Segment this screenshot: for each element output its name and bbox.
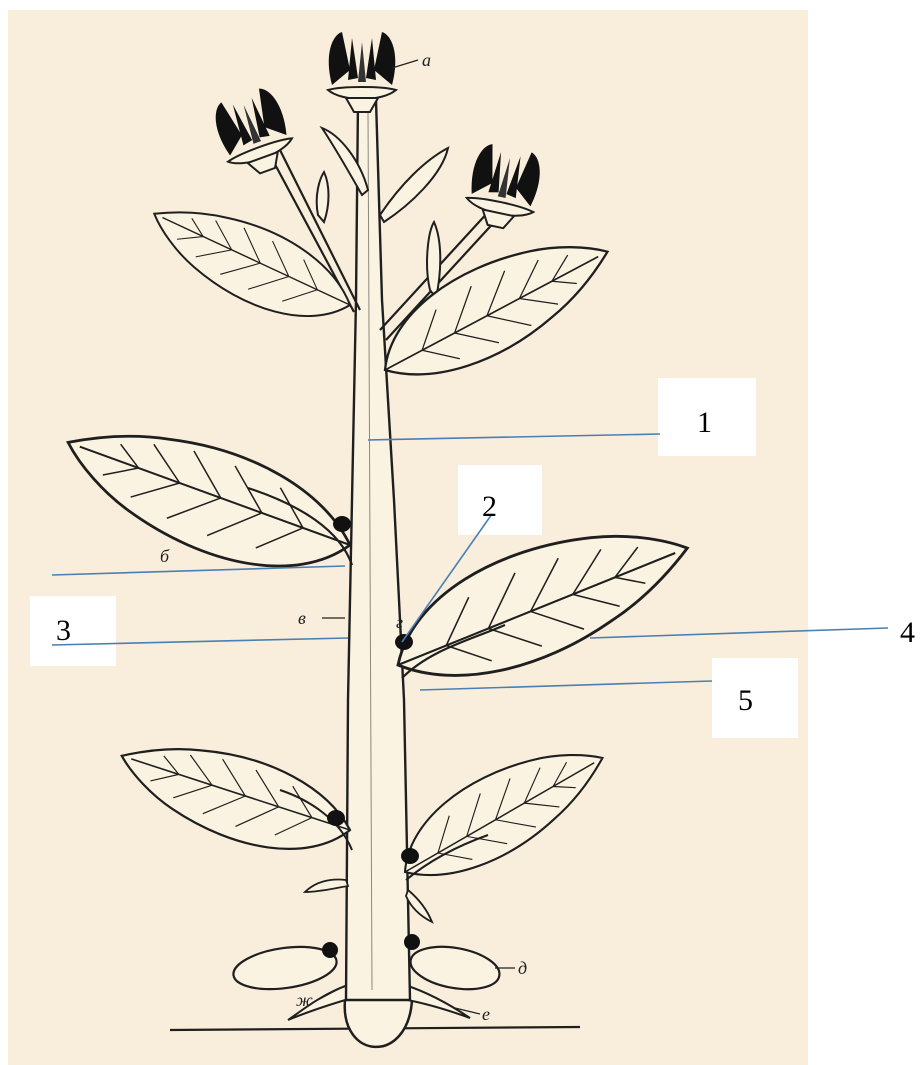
label-5: 5 bbox=[738, 684, 753, 717]
sketch-letter-b: б bbox=[160, 546, 170, 566]
bud-right bbox=[427, 222, 440, 298]
sketch-letter-e: е bbox=[482, 1004, 490, 1024]
sketch-letter-g: г bbox=[396, 612, 403, 632]
axillary-bud bbox=[333, 516, 351, 532]
label-1: 1 bbox=[697, 406, 712, 439]
axillary-bud bbox=[404, 934, 420, 950]
label-4: 4 bbox=[900, 616, 915, 649]
label-box-3 bbox=[30, 596, 116, 666]
label-3: 3 bbox=[56, 614, 71, 647]
sketch-letter-v: в bbox=[298, 608, 306, 628]
label-2: 2 bbox=[482, 490, 497, 523]
axillary-bud bbox=[401, 848, 419, 864]
label-box-2 bbox=[458, 465, 542, 535]
label-box-5 bbox=[712, 658, 798, 738]
sketch-letter-d: д bbox=[518, 958, 527, 978]
axillary-bud bbox=[395, 634, 413, 650]
sketch-letter-a: а bbox=[422, 50, 431, 70]
axillary-bud bbox=[327, 810, 345, 826]
sketch-letter-zh: ж bbox=[296, 990, 313, 1010]
axillary-bud bbox=[322, 942, 338, 958]
